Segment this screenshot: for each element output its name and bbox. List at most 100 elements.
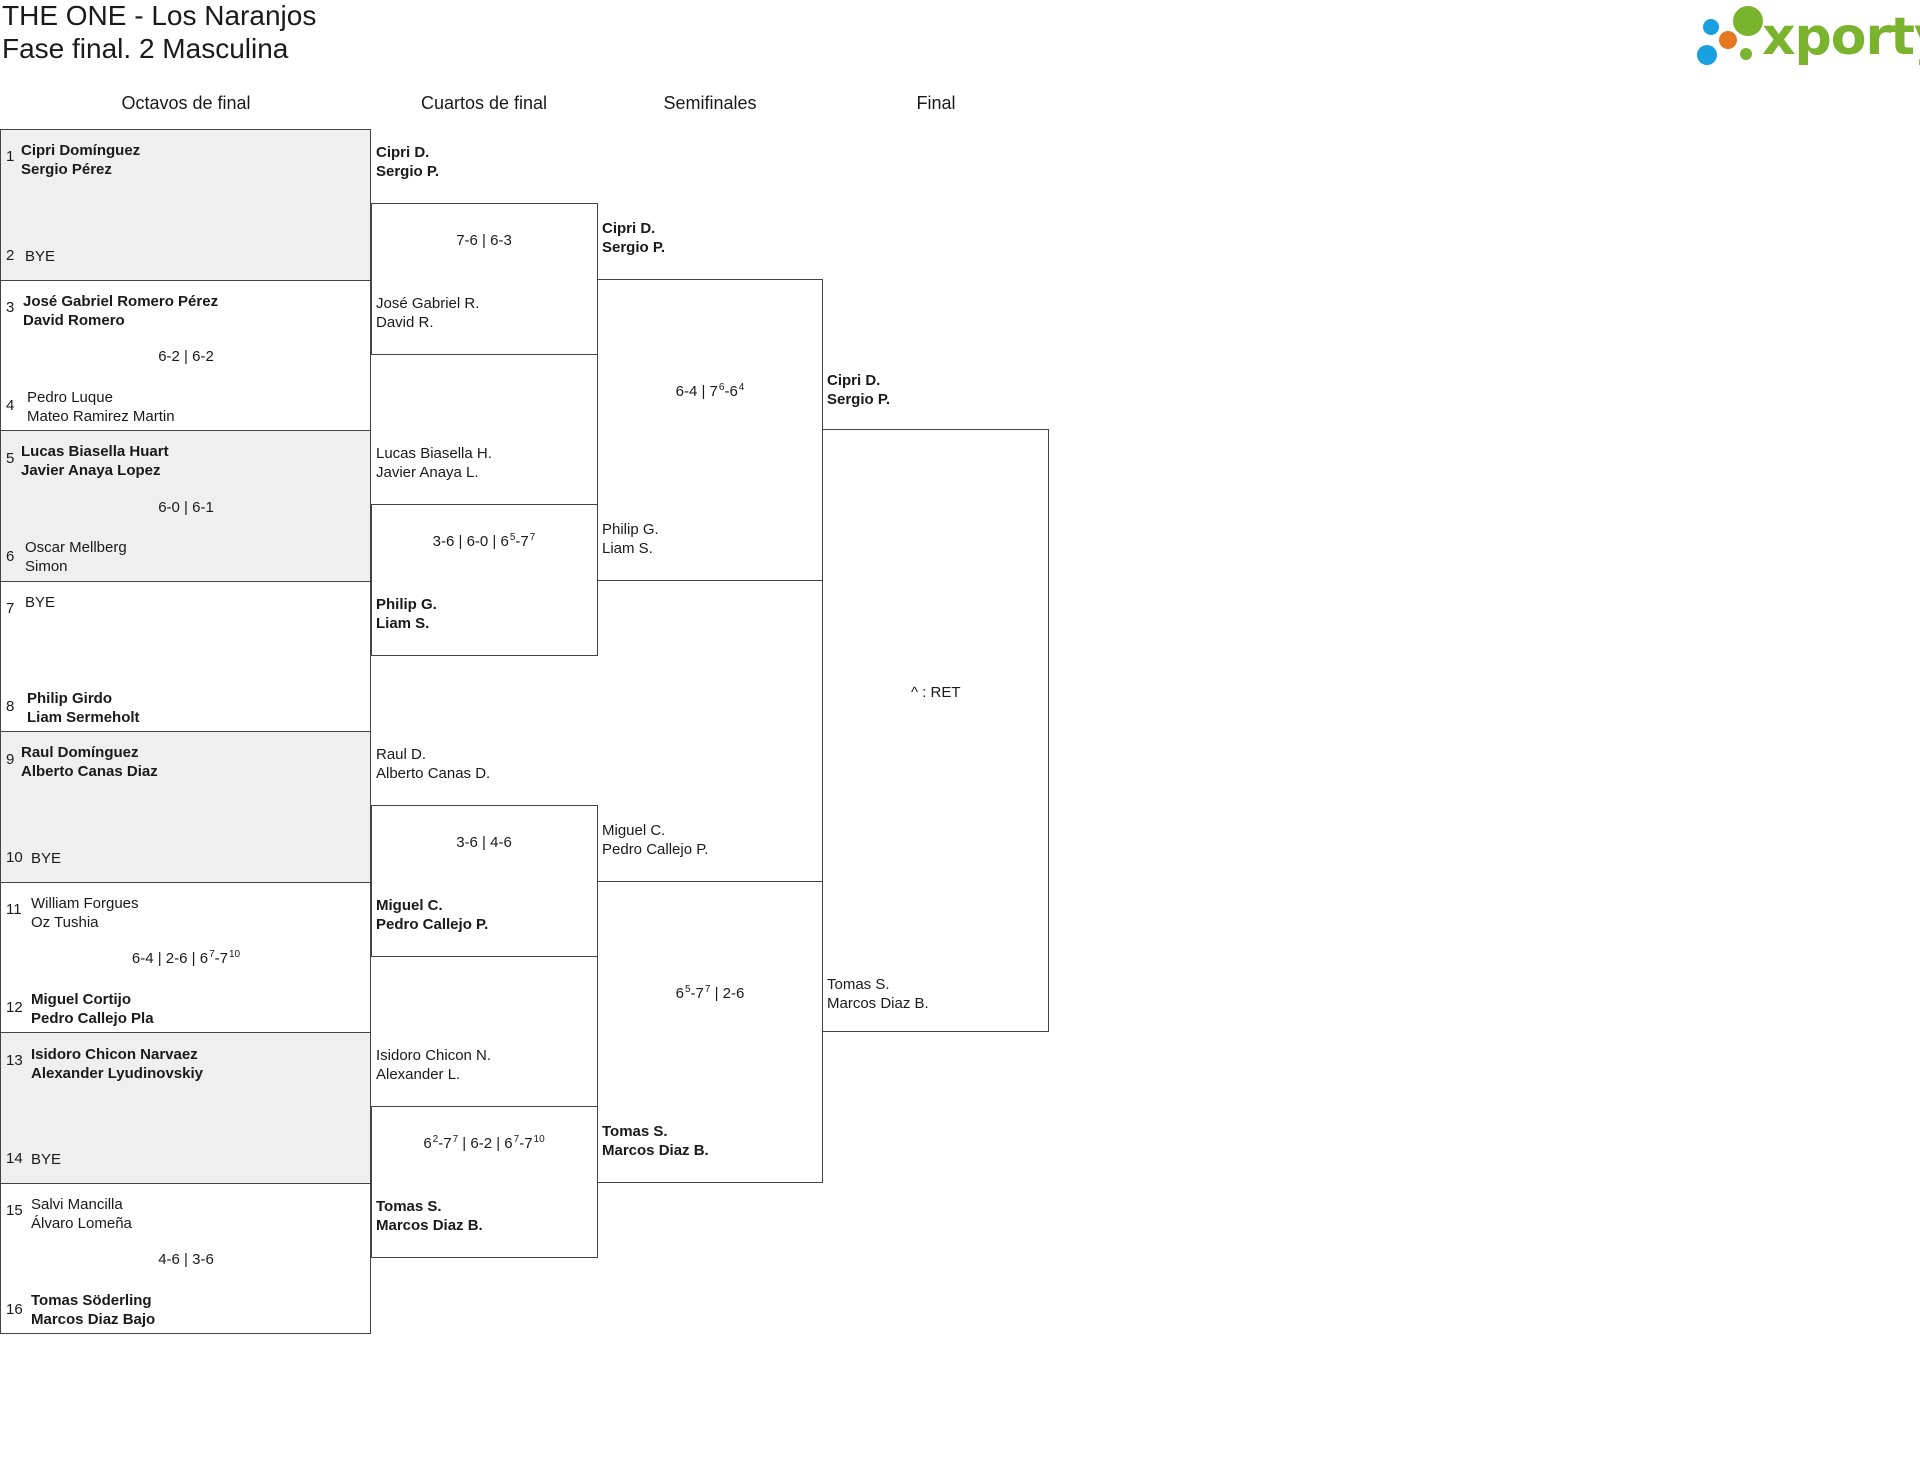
player-name: Liam S. bbox=[602, 540, 653, 557]
seed-number: 9 bbox=[6, 751, 15, 768]
logo-dot-blue-large bbox=[1697, 45, 1717, 65]
page-title: THE ONE - Los Naranjos bbox=[2, 0, 317, 31]
team-entry: BYE bbox=[25, 593, 55, 612]
player-name: Oscar Mellberg bbox=[25, 539, 127, 556]
octavos-match-box bbox=[0, 1183, 371, 1334]
player-name: Tomas S. bbox=[827, 976, 890, 993]
player-name: William Forgues bbox=[31, 895, 139, 912]
player-name: David R. bbox=[376, 314, 434, 331]
team-entry: Tomas S. Marcos Diaz B. bbox=[376, 1197, 483, 1235]
player-name: BYE bbox=[31, 1151, 62, 1168]
team-entry: Miguel C. Pedro Callejo P. bbox=[602, 821, 708, 859]
round-header-1: Octavos de final bbox=[121, 93, 251, 113]
player-name: Tomas Söderling bbox=[31, 1292, 152, 1309]
player-name: Marcos Diaz Bajo bbox=[31, 1311, 156, 1328]
cuartos-match-box bbox=[371, 805, 598, 957]
player-name: Tomas S. bbox=[376, 1198, 442, 1215]
team-entry: Philip G.Liam S. bbox=[376, 595, 437, 633]
player-name: Oz Tushia bbox=[31, 914, 99, 931]
seed-number: 16 bbox=[6, 1301, 23, 1318]
page-subtitle: Fase final. 2 Masculina bbox=[2, 33, 289, 64]
round-header-3: Semifinales bbox=[663, 93, 757, 113]
player-name: Miguel C. bbox=[376, 897, 443, 914]
player-name: Liam S. bbox=[376, 615, 430, 632]
seed-number: 10 bbox=[6, 849, 23, 866]
player-name: Philip Girdo bbox=[27, 690, 112, 707]
team-entry: BYE bbox=[31, 849, 61, 868]
xporty-logo: xporty bbox=[1695, 4, 1920, 70]
semis-match-box bbox=[597, 881, 823, 1183]
octavos-match-box bbox=[0, 1032, 371, 1184]
team-entry: Isidoro Chicon N.Alexander L. bbox=[376, 1046, 491, 1084]
team-entry: Philip G.Liam S. bbox=[602, 520, 659, 558]
team-entry: Tomas S.Marcos Diaz B. bbox=[602, 1122, 709, 1160]
player-name: Sergio P. bbox=[827, 391, 891, 408]
octavos-match-box bbox=[0, 731, 371, 883]
player-name: Alexander L. bbox=[376, 1066, 461, 1083]
match-score: 3-6 | 4-6 bbox=[456, 834, 512, 851]
seed-number: 1 bbox=[6, 148, 15, 165]
match-score: 65-77 | 2-6 bbox=[675, 984, 745, 1002]
seed-number: 2 bbox=[6, 247, 15, 264]
player-name: Marcos Diaz B. bbox=[827, 995, 929, 1012]
player-name: BYE bbox=[25, 594, 56, 611]
match-score: 6-4 | 76-64 bbox=[675, 382, 745, 400]
seed-number: 11 bbox=[6, 901, 22, 918]
match-score: 3-6 | 6-0 | 65-77 bbox=[432, 532, 536, 550]
seed-number: 5 bbox=[6, 450, 15, 467]
cuartos-match-box bbox=[371, 504, 598, 656]
seed-number: 13 bbox=[6, 1052, 23, 1069]
player-name: Javier Anaya L. bbox=[376, 464, 479, 481]
player-name: Simon bbox=[25, 558, 68, 575]
player-name: Marcos Diaz B. bbox=[602, 1142, 709, 1159]
player-name: Sergio Pérez bbox=[21, 161, 112, 178]
team-entry: Lucas Biasella H. Javier Anaya L. bbox=[376, 444, 492, 482]
team-entry: BYE bbox=[31, 1150, 61, 1169]
player-name: Alexander Lyudinovskiy bbox=[31, 1065, 204, 1082]
player-name: Mateo Ramirez Martin bbox=[27, 408, 175, 425]
team-entry: Raul D.Alberto Canas D. bbox=[376, 745, 490, 783]
player-name: Alberto Canas D. bbox=[376, 765, 491, 782]
player-name: Alberto Canas Diaz bbox=[21, 763, 158, 780]
seed-number: 12 bbox=[6, 999, 23, 1016]
player-name: Pedro Callejo P. bbox=[602, 841, 709, 858]
player-name: Marcos Diaz B. bbox=[376, 1217, 483, 1234]
round-header-4: Final bbox=[916, 93, 956, 113]
player-name: Miguel C. bbox=[602, 822, 666, 839]
player-name: Miguel Cortijo bbox=[31, 991, 131, 1008]
player-name: Lucas Biasella H. bbox=[376, 445, 492, 462]
team-entry: William Forgues Oz Tushia bbox=[31, 894, 139, 932]
player-name: Sergio P. bbox=[602, 239, 666, 256]
logo-dot-green bbox=[1733, 6, 1763, 36]
octavos-match-box bbox=[0, 430, 371, 582]
match-score: 6-0 | 6-1 bbox=[158, 499, 214, 516]
match-score: 62-77 | 6-2 | 67-710 bbox=[423, 1134, 545, 1152]
player-name: BYE bbox=[25, 248, 56, 265]
player-name: Pedro Callejo Pla bbox=[31, 1010, 154, 1027]
player-name: Javier Anaya Lopez bbox=[21, 462, 161, 479]
match-score: 7-6 | 6-3 bbox=[456, 232, 512, 249]
seed-number: 7 bbox=[6, 600, 15, 617]
match-score: 4-6 | 3-6 bbox=[158, 1251, 214, 1268]
seed-number: 4 bbox=[6, 397, 15, 414]
player-name: Cipri D. bbox=[602, 220, 656, 237]
player-name: Cipri Domínguez bbox=[21, 142, 141, 159]
logo-dot-orange bbox=[1719, 31, 1737, 49]
seed-number: 6 bbox=[6, 548, 15, 565]
round-header-2: Cuartos de final bbox=[420, 93, 548, 113]
player-name: Sergio P. bbox=[376, 163, 440, 180]
player-name: Pedro Luque bbox=[27, 389, 113, 406]
team-entry: BYE bbox=[25, 247, 55, 266]
seed-number: 3 bbox=[6, 299, 15, 316]
octavos-match-box bbox=[0, 129, 371, 281]
player-name: Raul Domínguez bbox=[21, 744, 139, 761]
